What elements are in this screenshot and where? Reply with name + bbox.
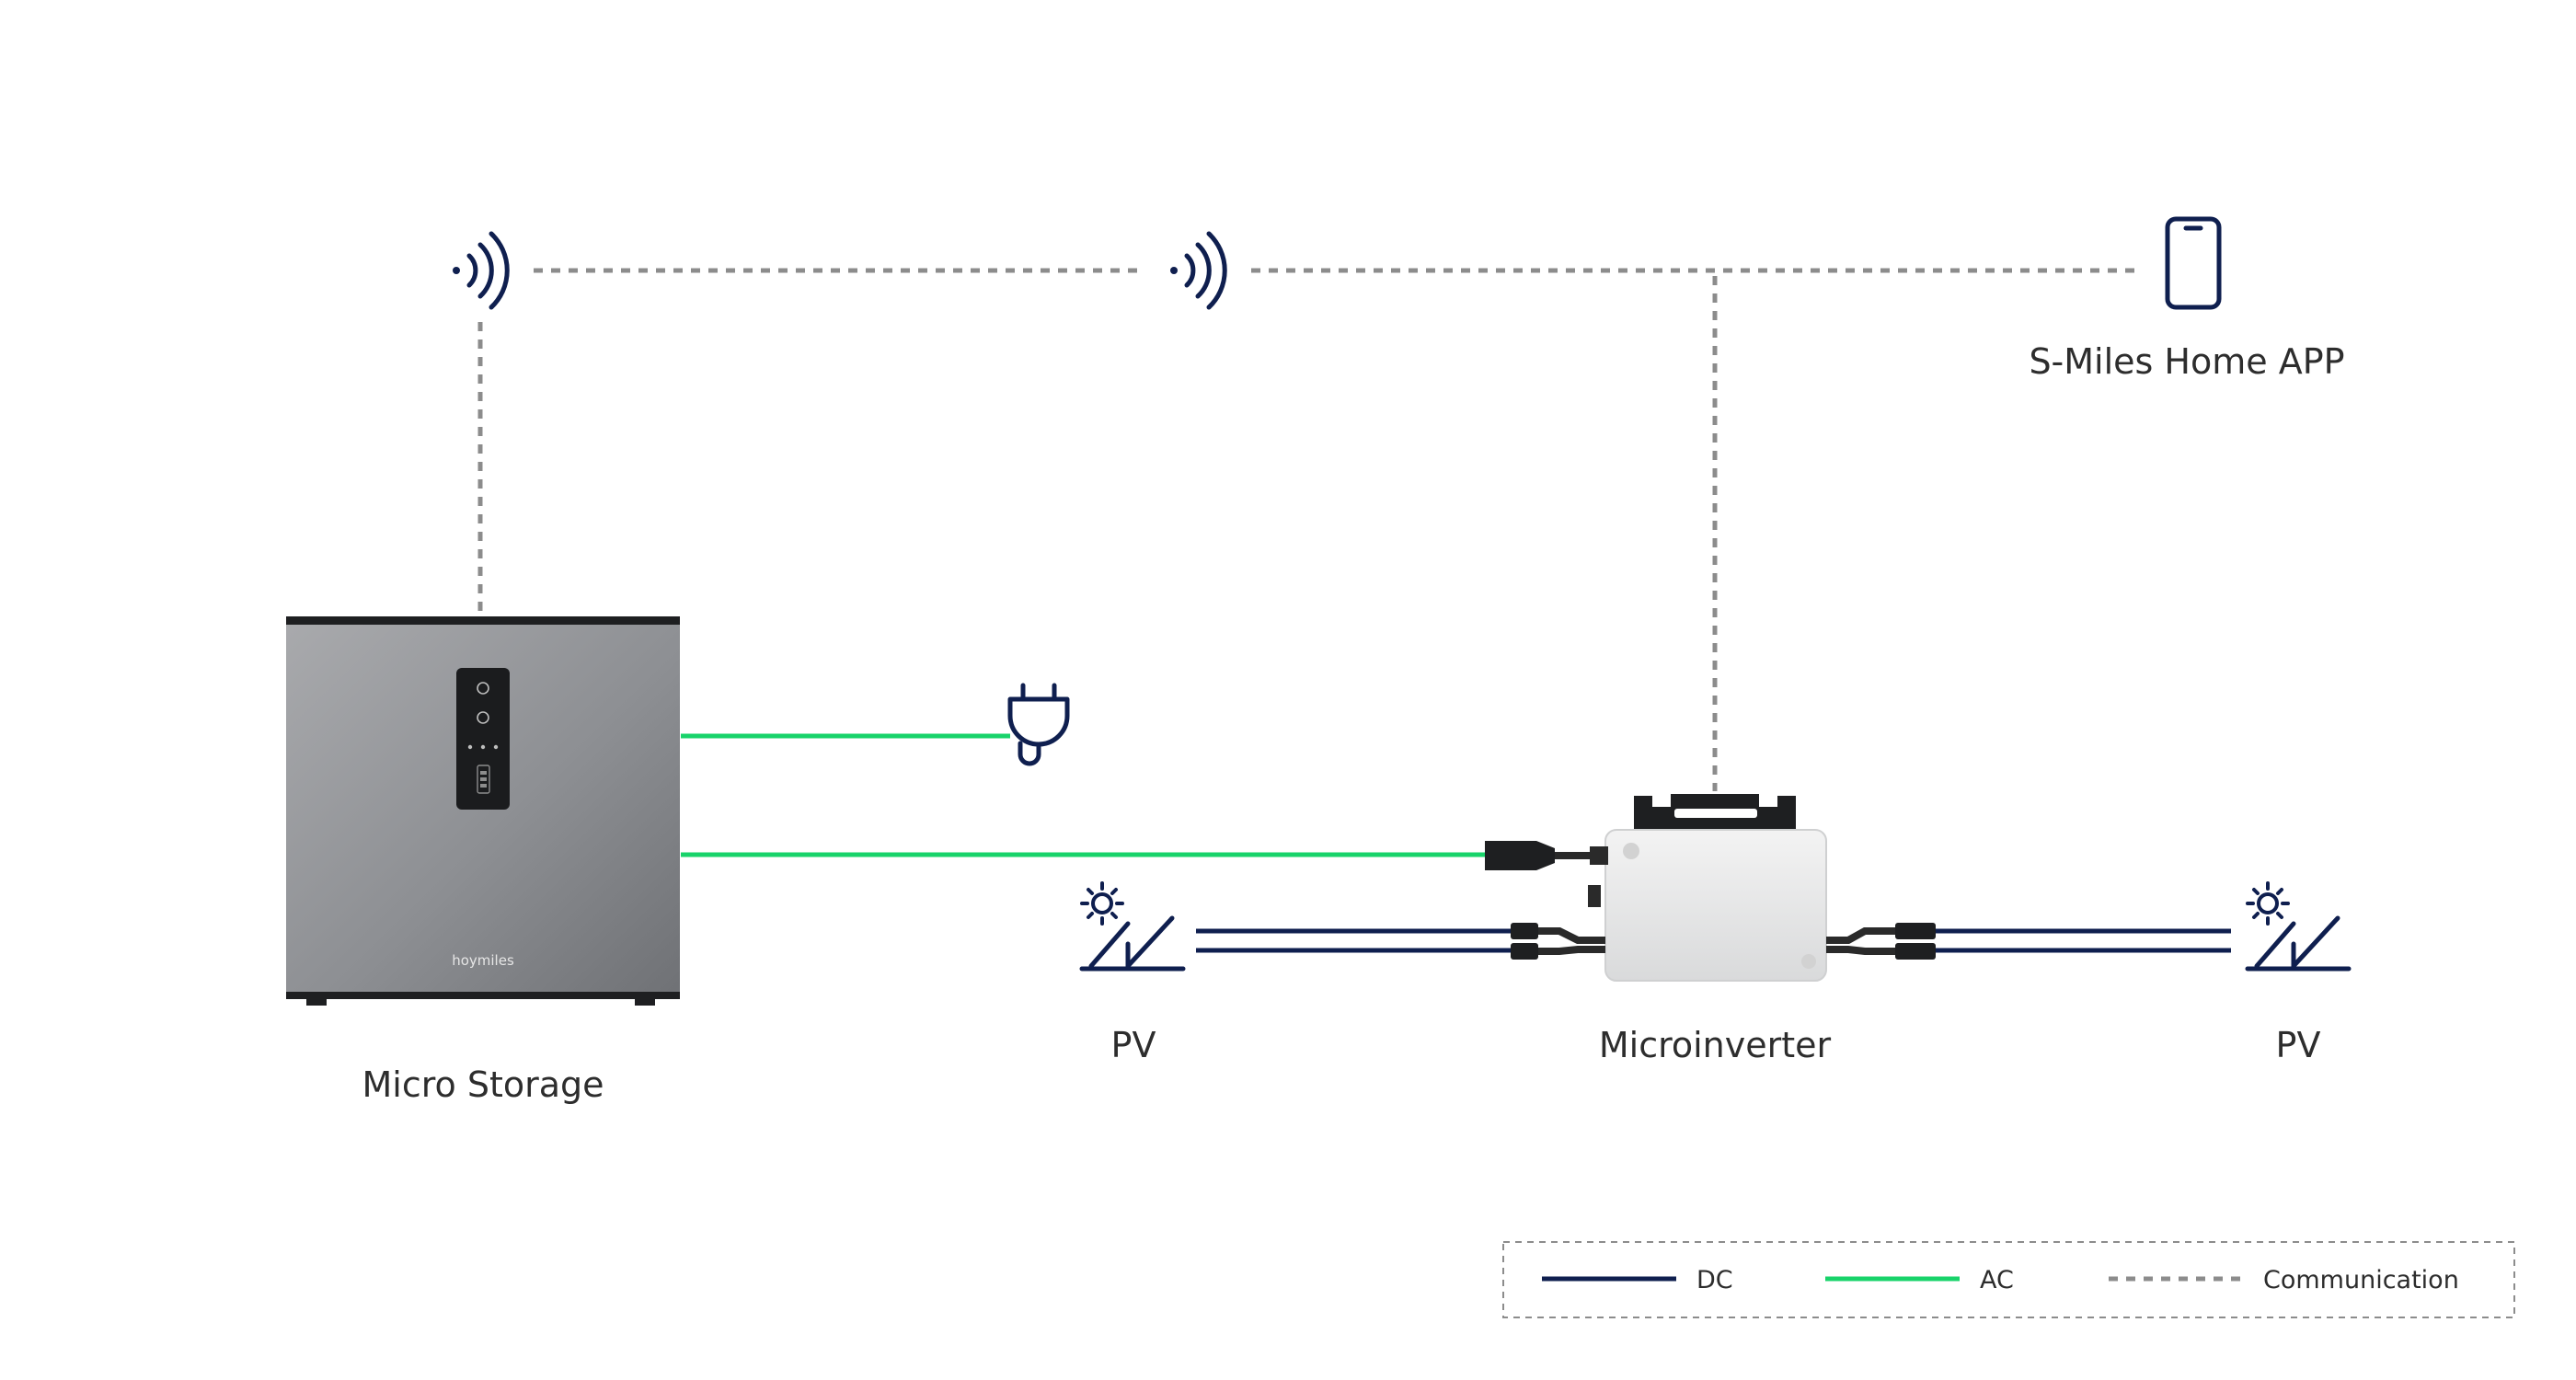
microinverter-device [1485, 794, 1936, 982]
communication-lines [477, 268, 2142, 791]
solar-panel-icon [2245, 881, 2352, 972]
micro-storage-device: hoymiles [286, 616, 680, 1006]
legend-label-dc: DC [1696, 1266, 1733, 1294]
micro-storage-label: Micro Storage [362, 1064, 604, 1105]
legend-item-communication: Communication [2109, 1266, 2459, 1294]
smartphone-icon [2165, 216, 2222, 310]
wifi-signal-icon [453, 231, 510, 310]
solar-panel-icon [1079, 881, 1186, 972]
power-plug-icon [1007, 683, 1070, 766]
legend-label-communication: Communication [2263, 1266, 2459, 1294]
pv-right-label: PV [2276, 1025, 2321, 1065]
legend-item-ac: AC [1825, 1266, 2014, 1294]
legend: DC AC Communication [1502, 1241, 2515, 1318]
microinverter-label: Microinverter [1599, 1025, 1832, 1065]
dc-lines [1196, 928, 2231, 953]
storage-brand-logo: hoymiles [452, 952, 514, 969]
legend-label-ac: AC [1980, 1266, 2014, 1294]
legend-item-dc: DC [1542, 1266, 1733, 1294]
ac-lines [681, 733, 1485, 857]
pv-left-label: PV [1111, 1025, 1156, 1065]
storage-control-panel [456, 668, 510, 810]
wifi-signal-icon [1170, 231, 1227, 310]
app-label: S-Miles Home APP [2029, 341, 2344, 382]
